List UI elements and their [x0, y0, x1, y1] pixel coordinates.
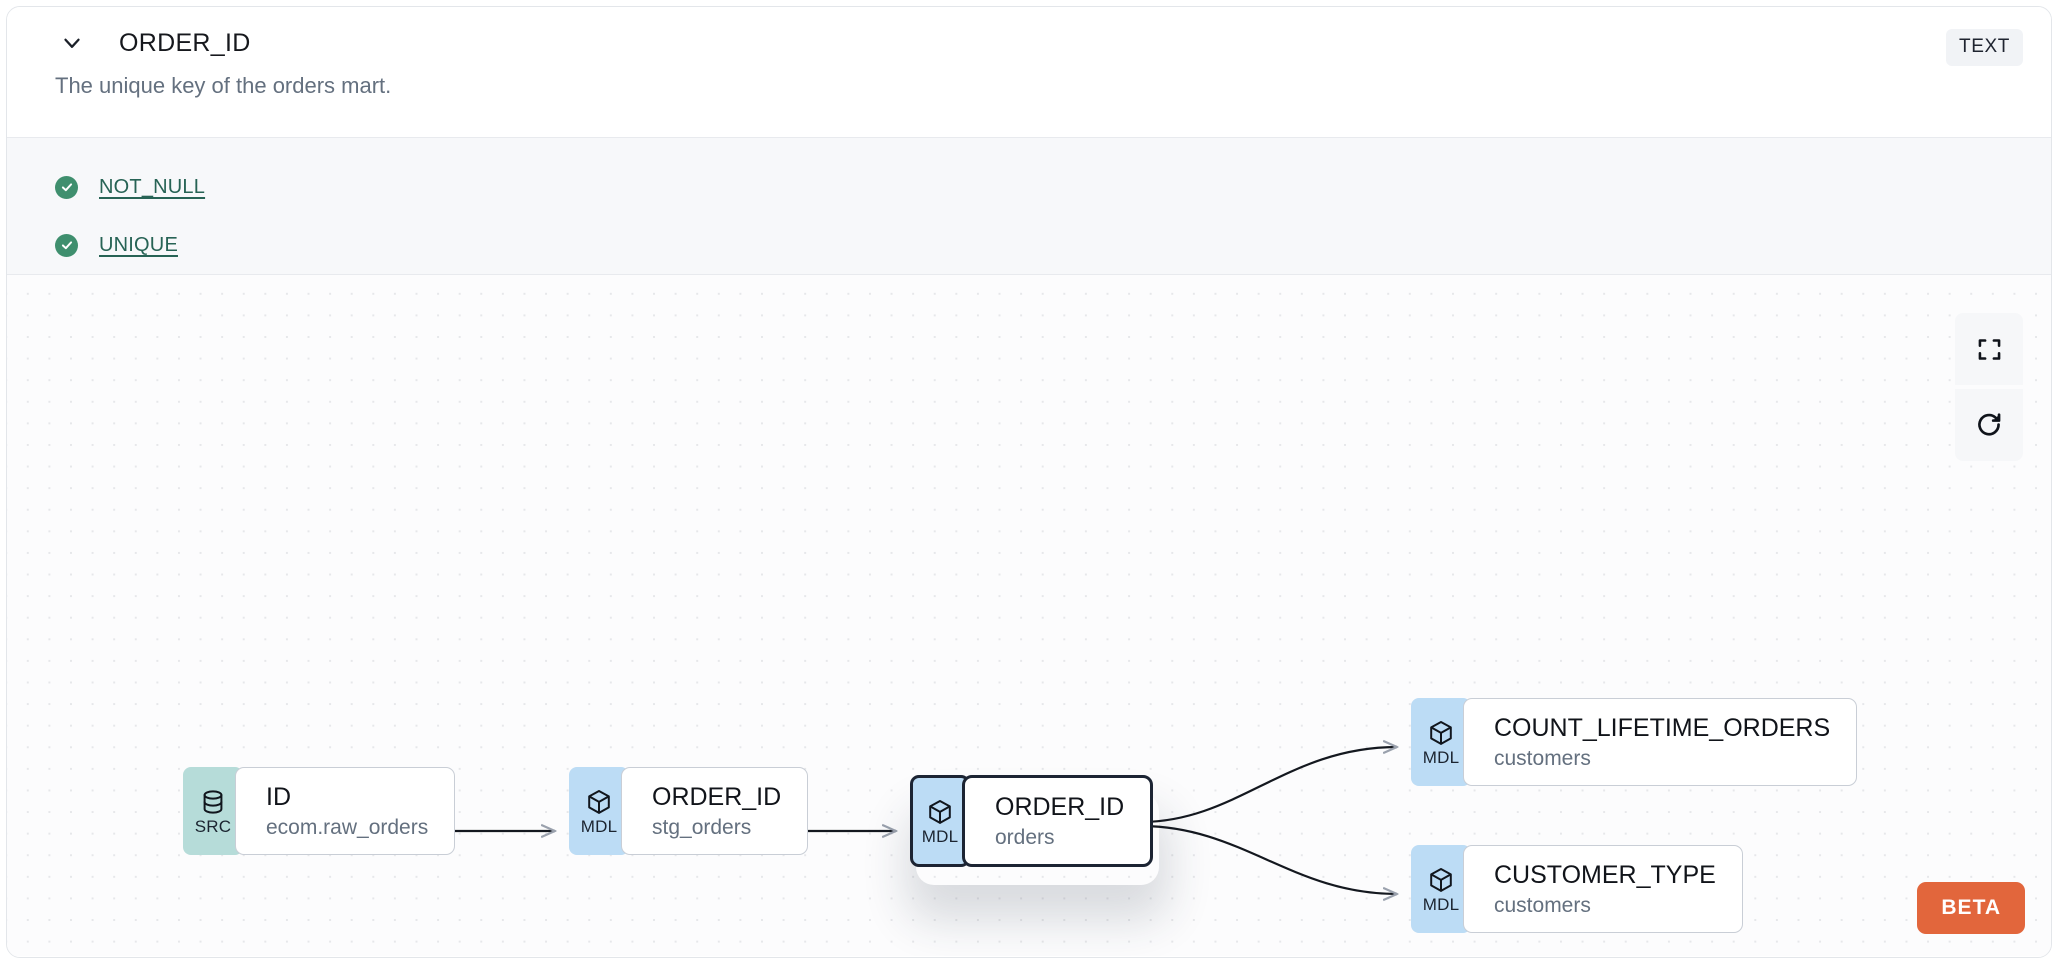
cube-icon — [1430, 867, 1452, 892]
node-subtitle: customers — [1494, 747, 1591, 770]
node-badge-label: MDL — [580, 816, 618, 836]
node-name: CUSTOMER_TYPE — [1494, 861, 1716, 889]
test-row: NOT_NULL — [55, 158, 2051, 216]
test-link-not-null[interactable]: NOT_NULL — [99, 175, 206, 198]
page-title: ORDER_ID — [119, 28, 251, 57]
node-body: COUNT_LIFETIME_ORDERS customers — [1463, 698, 1858, 786]
node-type-badge-mdl: MDL — [910, 775, 970, 867]
edge-orders-to-count — [1140, 747, 1397, 824]
test-row: UNIQUE — [55, 216, 2051, 274]
lineage-graph-canvas[interactable]: SRC ID ecom.raw_orders MDL ORDER_ID stg_… — [7, 275, 2051, 956]
node-subtitle: customers — [1494, 894, 1591, 917]
edge-orders-to-customer-type — [1140, 824, 1397, 894]
check-circle-icon — [55, 233, 78, 257]
tests-section: NOT_NULL UNIQUE — [7, 137, 2051, 275]
column-header-row: ORDER_ID — [37, 7, 2021, 79]
node-type-badge-mdl: MDL — [569, 767, 629, 855]
column-header: ORDER_ID TEXT The unique key of the orde… — [7, 7, 2051, 137]
lineage-node-count-lifetime-orders[interactable]: MDL COUNT_LIFETIME_ORDERS customers — [1411, 698, 1858, 786]
lineage-node-customer-type[interactable]: MDL CUSTOMER_TYPE customers — [1411, 845, 1743, 933]
node-badge-label: SRC — [194, 816, 232, 836]
lineage-node-stg-order-id[interactable]: MDL ORDER_ID stg_orders — [569, 767, 809, 855]
cube-icon — [1430, 720, 1452, 745]
node-type-badge-mdl: MDL — [1411, 845, 1471, 933]
column-description: The unique key of the orders mart. — [55, 73, 392, 98]
node-type-badge-mdl: MDL — [1411, 698, 1471, 786]
test-link-unique[interactable]: UNIQUE — [99, 233, 178, 256]
node-name: ORDER_ID — [995, 793, 1125, 821]
lineage-node-src-id[interactable]: SRC ID ecom.raw_orders — [183, 767, 456, 855]
node-name: ORDER_ID — [652, 783, 782, 811]
fullscreen-button[interactable] — [1955, 313, 2023, 385]
node-name: ID — [266, 783, 291, 811]
node-badge-label: MDL — [1422, 747, 1460, 767]
lineage-node-orders-order-id[interactable]: MDL ORDER_ID orders — [910, 775, 1154, 867]
node-subtitle: ecom.raw_orders — [266, 816, 429, 839]
node-name: COUNT_LIFETIME_ORDERS — [1494, 714, 1831, 742]
node-body: CUSTOMER_TYPE customers — [1463, 845, 1743, 933]
cube-icon — [929, 799, 951, 824]
refresh-icon — [1978, 413, 2001, 436]
column-detail-card: ORDER_ID TEXT The unique key of the orde… — [6, 6, 2052, 958]
cube-icon — [588, 789, 610, 814]
data-type-badge: TEXT — [1946, 29, 2023, 66]
node-body: ORDER_ID stg_orders — [621, 767, 809, 855]
node-body: ID ecom.raw_orders — [235, 767, 456, 855]
refresh-button[interactable] — [1955, 389, 2023, 461]
canvas-controls — [1955, 313, 2023, 461]
beta-badge[interactable]: BETA — [1917, 882, 2025, 934]
node-badge-label: MDL — [921, 826, 959, 846]
node-body: ORDER_ID orders — [962, 775, 1154, 867]
check-circle-icon — [55, 175, 78, 199]
node-subtitle: stg_orders — [652, 816, 752, 839]
fullscreen-icon — [1978, 338, 2000, 360]
node-badge-label: MDL — [1422, 894, 1460, 914]
node-type-badge-src: SRC — [183, 767, 243, 855]
database-icon — [203, 789, 223, 814]
node-subtitle: orders — [995, 826, 1055, 849]
chevron-down-icon[interactable] — [55, 26, 89, 60]
